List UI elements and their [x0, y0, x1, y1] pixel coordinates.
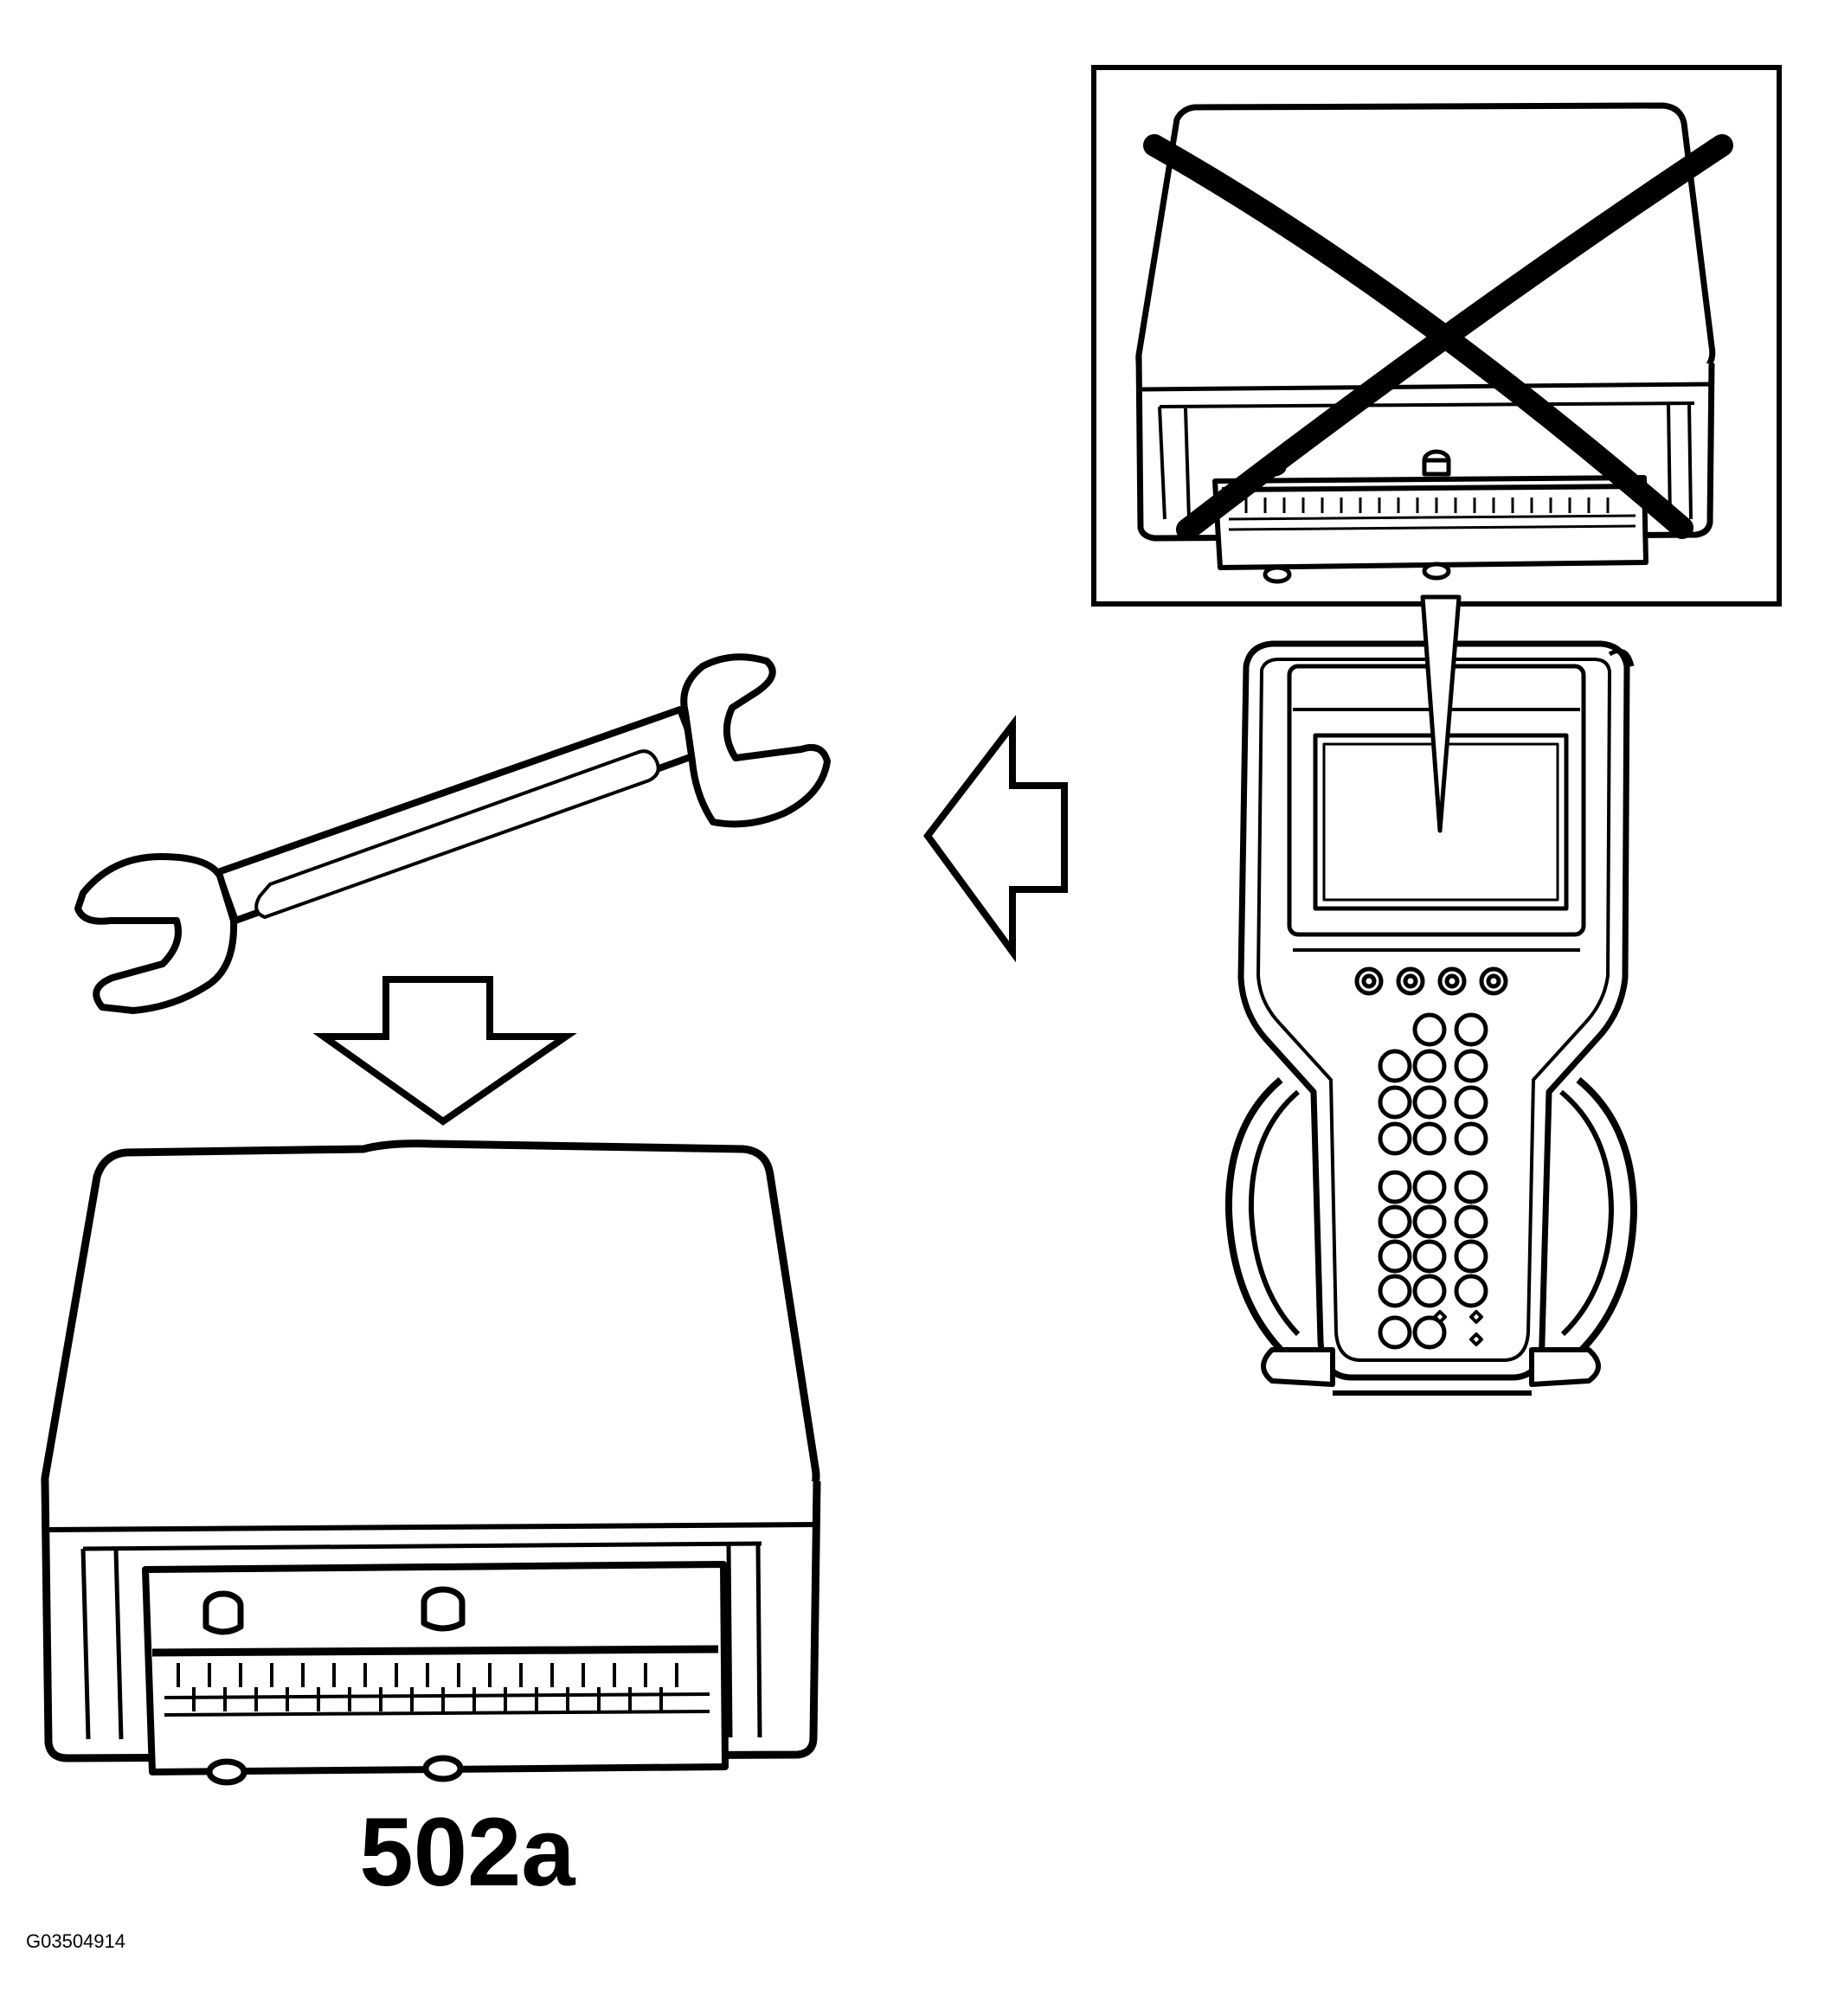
part-label: 502a — [359, 1798, 575, 1906]
figure-id-label: G03504914 — [26, 1930, 125, 1952]
arrow-down-icon — [312, 976, 577, 1126]
control-module-icon — [41, 1140, 821, 1786]
wrench-icon — [74, 653, 831, 1014]
cross-out-icon — [1143, 134, 1733, 541]
arrow-left-icon — [923, 715, 1068, 963]
inset-control-module-icon — [1135, 102, 1716, 584]
inset-panel — [1091, 65, 1782, 607]
diagnostic-scan-tool-icon — [1224, 594, 1637, 1396]
